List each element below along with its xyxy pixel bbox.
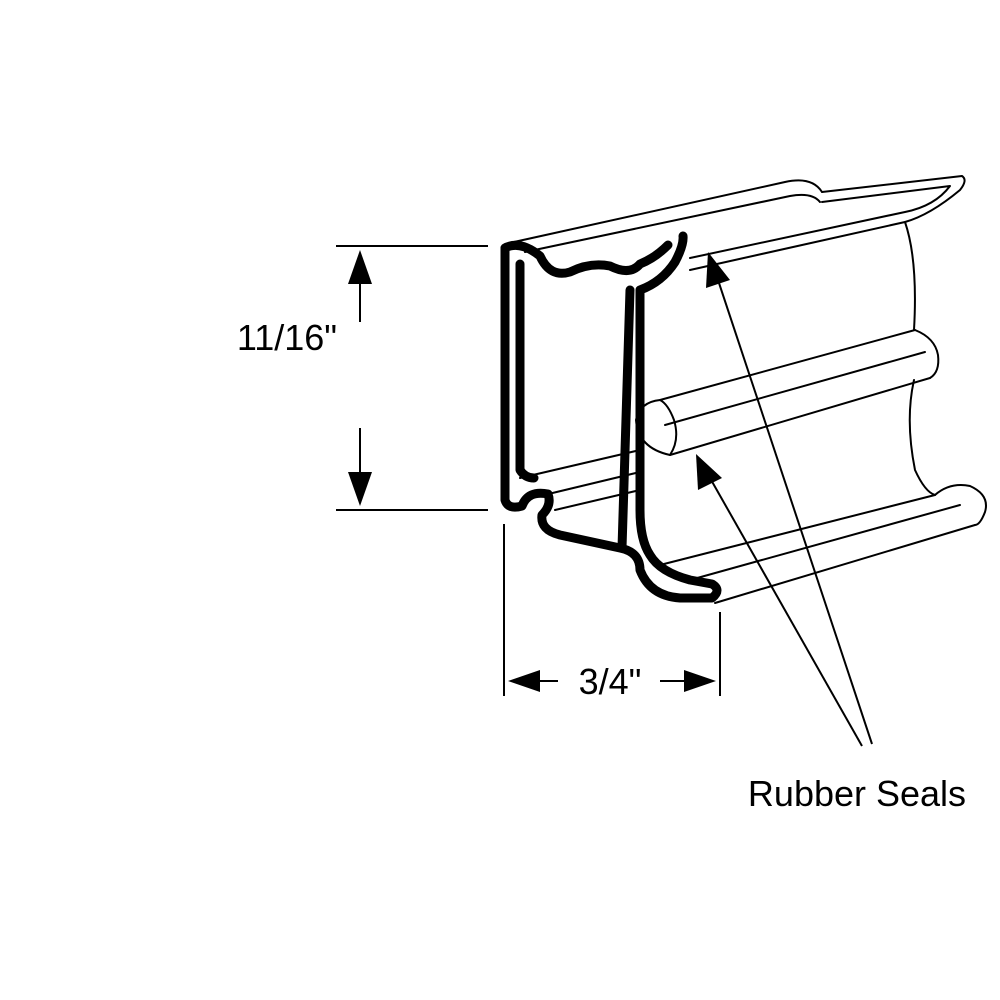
width-arrow-left — [508, 670, 540, 692]
upper-seal-bottom-edge — [669, 377, 931, 456]
width-dimension: 3/4" — [503, 524, 721, 702]
height-label: 11/16" — [237, 317, 337, 358]
upper-lip-inner — [689, 185, 951, 259]
profile-top — [500, 240, 673, 278]
leader-line-lower-seal — [709, 477, 863, 747]
bottom-flange-line-2 — [714, 524, 976, 604]
leader-arrow-lower-seal — [696, 454, 722, 490]
profile-outer — [500, 231, 722, 603]
front-profile — [500, 231, 722, 603]
rubber-seals-label: Rubber Seals — [748, 773, 966, 814]
profile-divider — [617, 285, 635, 553]
bottom-seal-end — [934, 484, 987, 526]
height-arrow-up — [348, 250, 372, 284]
width-label: 3/4" — [579, 661, 642, 702]
rubber-seals-callout: Rubber Seals — [696, 252, 966, 814]
leader-arrow-upper-seal — [706, 252, 730, 288]
width-arrow-right — [684, 670, 716, 692]
height-dimension: 11/16" — [237, 245, 488, 511]
bottom-flange-line-1 — [689, 504, 961, 581]
upper-seal-top-edge — [659, 329, 916, 401]
top-flange-edge — [504, 179, 823, 245]
channel-floor — [519, 449, 641, 479]
upper-seal-mid-edge — [664, 351, 926, 426]
upper-seal-end — [914, 329, 940, 379]
channel-back-wall-lower — [908, 379, 936, 496]
top-flange-inner — [524, 193, 821, 253]
channel-back-wall — [904, 221, 916, 331]
upper-lip — [689, 175, 966, 271]
upper-rubber-seal — [635, 329, 940, 456]
leader-line-upper-seal — [717, 279, 873, 745]
extrusion-body — [504, 175, 987, 604]
profile-inner-wall — [515, 259, 539, 483]
bottom-flange-line-3 — [659, 494, 936, 566]
height-arrow-down — [348, 472, 372, 506]
